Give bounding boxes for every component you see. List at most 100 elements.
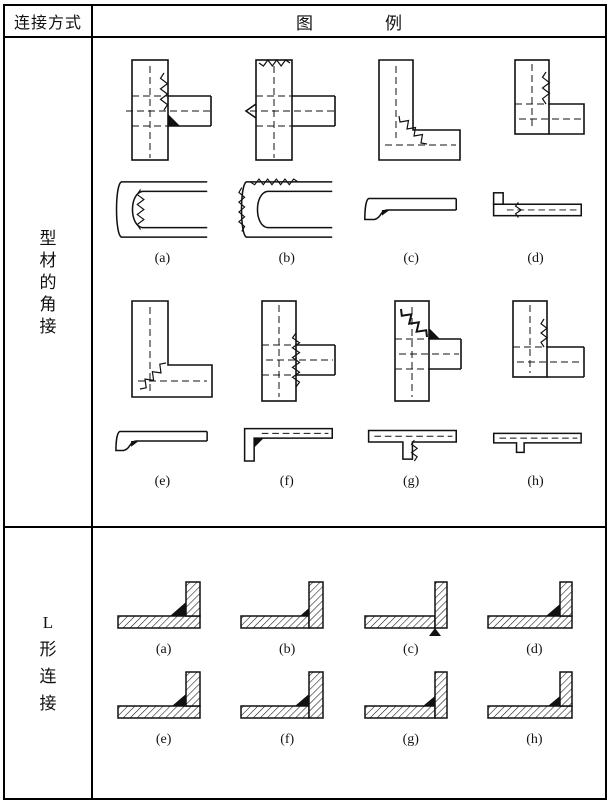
l-figures-e-to-h: (e) (f): [93, 670, 605, 748]
figure-corner-h: (h): [475, 299, 597, 490]
row1-figures-cell: (a): [93, 38, 605, 526]
weld-seam: [540, 318, 549, 348]
weld-seam: [258, 58, 291, 68]
figure-l-a: (a): [105, 580, 223, 658]
figure-l-c: (c): [352, 580, 470, 658]
vertical-plate: [184, 581, 201, 617]
method-char: L: [42, 613, 54, 632]
figure-corner-e: (e): [101, 299, 223, 490]
row2-figures-cell: (a) (b): [93, 528, 605, 798]
horizontal-plate: [240, 705, 310, 719]
weld-seam: [159, 72, 169, 111]
figure-l-f: (f): [228, 670, 346, 748]
weld-seam: [514, 201, 522, 218]
method-char: 材: [39, 250, 57, 270]
figures-a-to-d: (a): [93, 58, 605, 267]
figure-label: (d): [526, 642, 543, 657]
method-char: 角: [39, 294, 57, 314]
corner-g-plan-drawing: [393, 300, 462, 402]
figure-label: (c): [403, 642, 419, 657]
fillet-weld-mark: [295, 694, 310, 706]
horizontal-plate: [364, 615, 436, 629]
figure-label: (a): [154, 251, 171, 266]
method-char: 型: [39, 228, 57, 248]
weld-seam: [249, 177, 299, 186]
header-cell-example: 图 例: [93, 6, 605, 36]
figure-label: (g): [402, 732, 419, 747]
figure-label: (h): [526, 732, 543, 747]
l-c-drawing: [364, 581, 448, 636]
figure-corner-b: (b): [226, 58, 348, 267]
corner-e-section-drawing: [115, 430, 209, 452]
fillet-weld-mark: [422, 696, 435, 706]
vertical-plate: [184, 671, 201, 707]
corner-b-section-drawing: [237, 177, 333, 238]
row-l-shape-connections: L 形 连 接 (a): [5, 528, 605, 798]
corner-d-plan-drawing: [514, 59, 585, 135]
figure-label: (e): [154, 474, 171, 489]
corner-a-section-drawing: [116, 180, 208, 238]
fillet-weld-mark: [300, 608, 310, 616]
l-e-drawing: [116, 671, 201, 719]
weld-seam: [291, 332, 301, 388]
figure-label: (c): [403, 251, 419, 266]
horizontal-plate: [116, 615, 201, 629]
fillet-weld-mark: [131, 441, 140, 447]
figure-label: (b): [279, 642, 296, 657]
method-char: 连: [39, 667, 57, 686]
figure-l-b: (b): [228, 580, 346, 658]
header-cell-method: 连接方式: [5, 6, 93, 36]
bevel-mark: [244, 103, 257, 119]
horizontal-plate: [240, 615, 310, 629]
vertical-plate: [434, 581, 448, 629]
fillet-weld-mark: [382, 209, 390, 216]
l-g-drawing: [364, 671, 448, 719]
example-char-2: 例: [385, 13, 402, 33]
figure-label: (f): [280, 732, 295, 747]
weld-seam: [139, 362, 167, 390]
fillet-weld-mark: [169, 602, 186, 616]
weld-seam: [410, 439, 419, 462]
fillet-weld-mark: [428, 328, 440, 339]
fillet-weld-mark: [548, 696, 561, 706]
figure-corner-a: (a): [101, 58, 223, 267]
l-b-drawing: [240, 581, 324, 629]
l-figures-a-to-d: (a) (b): [93, 580, 605, 658]
method-char: 形: [39, 640, 57, 659]
corner-f-plan-drawing: [261, 300, 337, 402]
vertical-plate: [308, 671, 324, 719]
joint-types-table: 连接方式 图 例 型 材 的 角 接: [3, 4, 607, 800]
horizontal-plate: [364, 705, 436, 719]
horizontal-plate: [116, 705, 201, 719]
weld-seam: [541, 71, 551, 105]
figure-l-g: (g): [352, 670, 470, 748]
row-profile-corner-joints: 型 材 的 角 接: [5, 38, 605, 528]
figure-corner-f: (f): [226, 299, 348, 490]
method-char: 的: [39, 272, 57, 292]
corner-a-plan-drawing: [125, 59, 213, 161]
l-f-drawing: [240, 671, 324, 719]
header-example-label: 图 例: [93, 6, 605, 36]
fillet-weld-mark: [253, 438, 264, 448]
figure-l-d: (d): [475, 580, 593, 658]
vertical-plate: [434, 671, 448, 719]
horizontal-plate: [487, 615, 574, 629]
method-char: 接: [39, 316, 57, 336]
corner-h-section-drawing: [492, 432, 582, 454]
figure-label: (h): [527, 474, 544, 489]
method-char: 接: [39, 694, 57, 713]
row1-method-cell: 型 材 的 角 接: [5, 38, 93, 526]
fillet-weld-mark: [546, 604, 561, 616]
vertical-plate: [559, 671, 574, 707]
example-char-1: 图: [296, 13, 313, 33]
figure-corner-g: (g): [350, 299, 472, 490]
figure-label: (f): [279, 474, 294, 489]
figure-label: (d): [527, 251, 544, 266]
fillet-weld-mark: [167, 114, 180, 126]
horizontal-plate: [487, 705, 574, 719]
row2-method-label: L 形 连 接: [40, 614, 57, 712]
weld-seam: [136, 188, 146, 230]
figure-label: (g): [403, 474, 420, 489]
corner-e-plan-drawing: [131, 300, 213, 398]
